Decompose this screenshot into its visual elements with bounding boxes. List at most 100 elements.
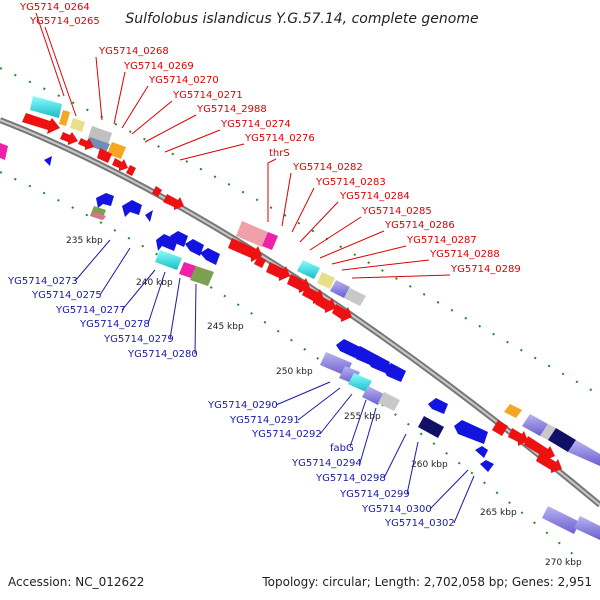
gene-arrow — [492, 420, 508, 436]
gene-arrow — [254, 256, 266, 268]
gene-label: YG5714_0291 — [229, 415, 300, 426]
magenta-gene-block — [262, 232, 278, 250]
gene-arrow — [383, 363, 406, 382]
lavender-gene-block-2 — [522, 414, 548, 436]
gene-arrow — [44, 156, 52, 166]
cyan-gene-block-4 — [348, 373, 372, 392]
magenta-gene-block-3 — [179, 262, 196, 278]
gene-arrow — [126, 165, 136, 176]
lavender-gene-block — [330, 280, 350, 298]
orange-gene-block-2 — [107, 142, 126, 159]
gene-arrow — [78, 138, 94, 150]
kbp-tick-label: 240 kbp — [136, 278, 173, 288]
gene-arrow — [228, 238, 262, 262]
gene-arrow — [332, 304, 352, 322]
gene-arrow — [428, 398, 448, 414]
gene-label: YG5714_0292 — [251, 429, 322, 440]
reverse-gene-labels: YG5714_0273 YG5714_0275 YG5714_0277 YG57… — [7, 276, 455, 529]
gene-label: YG5714_0288 — [429, 249, 500, 260]
forward-leaders — [35, 12, 451, 279]
pink-gene-block — [236, 221, 268, 247]
steel-gene-block — [86, 137, 110, 152]
map-title: Sulfolobus islandicus Y.G.57.14, complet… — [125, 11, 478, 27]
kbp-tick-label: 270 kbp — [545, 558, 582, 568]
gene-arrow — [96, 193, 114, 208]
forward-genes — [22, 113, 562, 473]
gray-gene-block-3 — [540, 424, 556, 440]
gene-label: YG5714_0289 — [450, 264, 521, 275]
gray-gene-block — [88, 126, 112, 145]
gray-gene-block-2 — [344, 288, 366, 306]
gene-arrow — [60, 132, 78, 145]
inner-dot-track — [0, 171, 581, 561]
reverse-leaders — [74, 239, 475, 524]
gray-gene-block-4 — [378, 392, 400, 411]
guide-dots — [0, 67, 600, 561]
gene-label: YG5714_0271 — [172, 90, 243, 101]
gene-label: YG5714_0300 — [361, 504, 432, 515]
gene-label: YG5714_0286 — [384, 220, 455, 231]
gene-arrow — [508, 428, 528, 446]
cyan-gene-block-3 — [155, 250, 182, 270]
lavender-gene-block-6 — [362, 386, 384, 405]
gene-label: YG5714_0265 — [29, 16, 100, 27]
gene-arrow — [480, 460, 494, 472]
kbp-tick-label: 245 kbp — [207, 322, 244, 332]
kbp-ticks: 235 kbp 240 kbp 245 kbp 250 kbp 255 kbp … — [66, 236, 582, 568]
gene-label: YG5714_0302 — [384, 518, 455, 529]
gene-label: YG5714_0290 — [207, 400, 278, 411]
olive-gene-block-2 — [190, 266, 214, 286]
kbp-tick-label: 260 kbp — [411, 460, 448, 470]
orange-gene-block-3 — [504, 404, 522, 418]
gene-arrow — [536, 452, 562, 473]
gene-label: YG5714_0268 — [98, 46, 169, 57]
gene-arrow — [185, 239, 204, 256]
gene-label: YG5714_0274 — [220, 119, 291, 130]
lavender-gene-block-7 — [542, 506, 580, 534]
navy-gene-block — [548, 428, 576, 452]
cyan-gene-block-2 — [297, 260, 320, 279]
kbp-tick-label: 255 kbp — [344, 412, 381, 422]
khaki-gene-block-2 — [317, 272, 335, 289]
gene-arrow — [97, 148, 112, 163]
gene-arrow — [170, 231, 188, 247]
gene-label: YG5714_0269 — [123, 61, 194, 72]
gene-label: YG5714_0277 — [55, 305, 126, 316]
kbp-tick-label: 235 kbp — [66, 236, 103, 246]
gene-arrow — [163, 194, 184, 210]
gene-label: YG5714_0299 — [339, 489, 410, 500]
gene-label: YG5714_0278 — [79, 319, 150, 330]
khaki-gene-block — [70, 118, 85, 132]
forward-gene-labels: YG5714_0264 YG5714_0265 YG5714_0268 YG57… — [19, 2, 521, 275]
gene-label: YG5714_0282 — [292, 162, 363, 173]
reverse-feature-blocks — [90, 206, 600, 540]
gene-label: YG5714_0280 — [127, 349, 198, 360]
gene-arrow — [454, 420, 488, 444]
gene-arrow — [200, 248, 220, 265]
kbp-tick-label: 250 kbp — [276, 367, 313, 377]
gene-label: YG5714_0276 — [244, 133, 315, 144]
gene-label: fabG — [330, 443, 354, 454]
outer-dot-track — [0, 67, 600, 396]
magenta-gene-block-2 — [0, 143, 8, 160]
topology-text: Topology: circular; Length: 2,702,058 bp… — [261, 575, 592, 589]
gene-label: YG5714_0264 — [19, 2, 90, 13]
accession-text: Accession: NC_012622 — [8, 575, 144, 589]
gene-label: YG5714_0287 — [406, 235, 477, 246]
gene-label: YG5714_0285 — [361, 206, 432, 217]
feature-blocks-forward — [0, 96, 600, 466]
lavender-gene-block-3 — [568, 440, 600, 466]
gene-arrow — [475, 446, 488, 458]
gene-arrow — [22, 113, 60, 134]
gene-arrow — [145, 210, 153, 222]
gene-label: YG5714_0283 — [315, 177, 386, 188]
gene-label: YG5714_0275 — [31, 290, 102, 301]
gene-arrow — [287, 274, 310, 293]
kbp-tick-label: 265 kbp — [480, 508, 517, 518]
reverse-genes — [44, 156, 494, 472]
gene-label: YG5714_0298 — [315, 473, 386, 484]
gene-label: thrS — [269, 148, 290, 159]
gene-arrow — [266, 262, 290, 281]
gene-label: YG5714_0270 — [148, 75, 219, 86]
